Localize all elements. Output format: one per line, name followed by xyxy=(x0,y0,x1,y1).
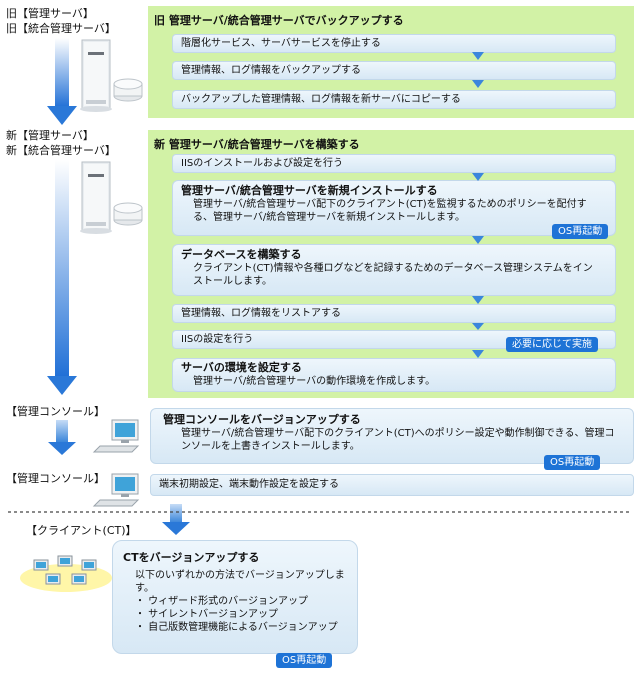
console-upgrade-desc: 管理サーバ/統合管理サーバ配下のクライアント(CT)へのポリシー設定や動作制御で… xyxy=(181,428,615,452)
client-upgrade-title: CTをバージョンアップする xyxy=(123,551,260,564)
label-console-1: 【管理コンソール】 xyxy=(6,405,105,418)
label-new-server: 新【管理サーバ】 xyxy=(6,129,94,142)
flow-arrow-console-to-client xyxy=(162,504,190,535)
build-step-database-title: データベースを構築する xyxy=(181,248,302,261)
label-old-server: 旧【管理サーバ】 xyxy=(6,7,94,20)
server-tower-icon xyxy=(80,39,112,112)
label-old-integrated-server: 旧【統合管理サーバ】 xyxy=(6,22,116,35)
console-upgrade-step: 管理コンソールをバージョンアップする 管理サーバ/統合管理サーバ配下のクライアン… xyxy=(150,408,634,464)
flow-arrow-old-to-new xyxy=(47,38,77,125)
build-step-new-install: 管理サーバ/統合管理サーバを新規インストールする 管理サーバ/統合管理サーバ配下… xyxy=(172,180,616,236)
label-new-integrated-server: 新【統合管理サーバ】 xyxy=(6,144,116,157)
console-upgrade-title: 管理コンソールをバージョンアップする xyxy=(163,413,361,426)
optional-badge: 必要に応じて実施 xyxy=(506,337,598,352)
backup-step-2: 管理情報、ログ情報をバックアップする xyxy=(172,61,616,80)
disk-drive-icon xyxy=(113,78,143,102)
console-setup-step: 端末初期設定、端末動作設定を設定する xyxy=(150,474,634,496)
build-step-environment-title: サーバの環境を設定する xyxy=(181,361,302,374)
os-restart-badge: OS再起動 xyxy=(552,224,609,239)
label-console-2: 【管理コンソール】 xyxy=(6,472,105,485)
build-step-new-install-desc: 管理サーバ/統合管理サーバ配下のクライアント(CT)を監視するためのポリシーを配… xyxy=(193,199,587,223)
build-step-iis-config: IISの設定を行う xyxy=(172,330,616,349)
build-step-database: データベースを構築する クライアント(CT)情報や各種ログなどを記録するためのデ… xyxy=(172,244,616,296)
build-step-environment-desc: 管理サーバ/統合管理サーバの動作環境を作成します。 xyxy=(193,376,436,387)
pc-monitor-icon xyxy=(92,473,140,507)
build-step-restore: 管理情報、ログ情報をリストアする xyxy=(172,304,616,323)
client-upgrade-desc: 以下のいずれかの方法でバージョンアップします。 xyxy=(135,570,345,594)
build-step-database-desc: クライアント(CT)情報や各種ログなどを記録するためのデータベース管理システムを… xyxy=(193,263,593,287)
build-title: 新 管理サーバ/統合管理サーバを構築する xyxy=(154,138,360,151)
flow-arrow-new-to-console xyxy=(47,160,77,395)
build-step-environment: サーバの環境を設定する 管理サーバ/統合管理サーバの動作環境を作成します。 xyxy=(172,358,616,392)
os-restart-badge: OS再起動 xyxy=(544,455,601,470)
client-upgrade-method-wizard: ・ ウィザード形式のバージョンアップ xyxy=(135,596,308,607)
flow-arrow-console-to-console xyxy=(48,420,76,455)
build-step-iis-install: IISのインストールおよび設定を行う xyxy=(172,154,616,173)
label-client: 【クライアント(CT)】 xyxy=(26,524,137,537)
backup-title: 旧 管理サーバ/統合管理サーバでバックアップする xyxy=(154,14,404,27)
backup-step-3: バックアップした管理情報、ログ情報を新サーバにコピーする xyxy=(172,90,616,109)
backup-step-1: 階層化サービス、サーバサービスを停止する xyxy=(172,34,616,53)
disk-drive-icon xyxy=(113,202,143,226)
os-restart-badge: OS再起動 xyxy=(276,653,333,668)
client-upgrade-method-silent: ・ サイレントバージョンアップ xyxy=(135,609,278,620)
client-upgrade-step: CTをバージョンアップする 以下のいずれかの方法でバージョンアップします。 ・ … xyxy=(112,540,358,654)
build-step-new-install-title: 管理サーバ/統合管理サーバを新規インストールする xyxy=(181,184,438,197)
pc-monitor-icon xyxy=(92,419,140,453)
server-tower-icon xyxy=(80,161,112,234)
client-upgrade-method-self-version: ・ 自己版数管理機能によるバージョンアップ xyxy=(135,622,338,633)
client-network-icon xyxy=(20,555,112,592)
